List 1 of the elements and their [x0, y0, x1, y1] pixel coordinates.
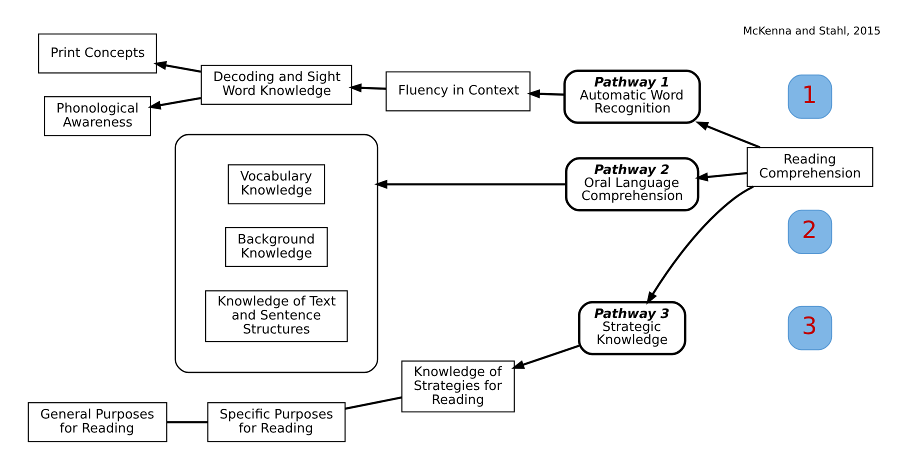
label: McKenna and Stahl, 2015	[742, 24, 881, 38]
